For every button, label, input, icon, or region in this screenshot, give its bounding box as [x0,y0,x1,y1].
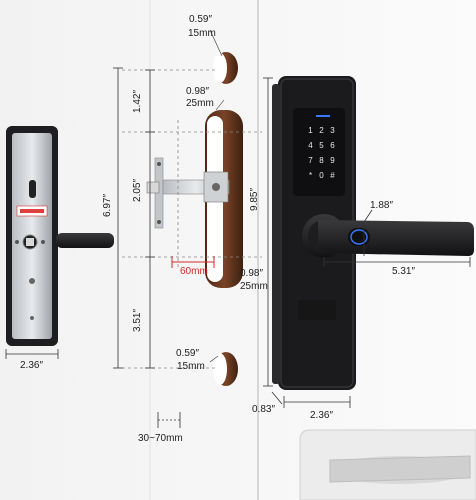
handle-lever [318,220,474,256]
status-led [316,115,330,117]
label-lock-height: 9.85″ [249,187,261,212]
back-panel-lever [56,233,114,248]
keypad-key[interactable]: # [330,171,335,180]
label-body-depth: 0.83″ [252,404,276,415]
fingerprint-ring [350,229,368,245]
label-handle-length: 5.31″ [392,266,416,277]
label-mortise-bottom-mm: 25mm [240,281,268,292]
keypad-key[interactable]: 4 [308,141,313,150]
keypad-key[interactable]: 8 [319,156,324,165]
latch-bolt [146,181,160,194]
label-back-width: 2.36″ [20,360,44,371]
lock-side-depth [272,84,280,384]
label-hole-bottom-mm: 15mm [177,361,205,372]
back-panel-cam [26,238,34,246]
label-span-bottom: 3.51″ [132,308,144,333]
label-mortise-top-mm: 25mm [186,98,214,109]
keypad-key[interactable]: 7 [308,156,313,165]
keypad-key[interactable]: 6 [330,141,335,150]
keypad-key[interactable]: 1 [308,126,313,135]
keypad-key[interactable]: 3 [330,126,335,135]
back-panel-screw-1 [15,240,19,244]
label-hole-top-in: 0.59″ [189,14,213,25]
keypad-key[interactable]: * [308,171,313,180]
keypad-key[interactable]: 0 [319,171,324,180]
back-panel-screw-3 [29,278,35,284]
back-panel-screw-2 [41,240,45,244]
label-backset: 60mm [180,266,208,277]
label-handle-height: 1.88″ [370,200,394,211]
keypad-key[interactable]: 9 [330,156,335,165]
lock-bottom-cover [298,300,336,320]
keypad-panel [293,108,345,196]
label-hole-top-mm: 15mm [188,28,216,39]
label-body-width: 2.36″ [310,410,334,421]
back-panel-screw-4 [30,316,34,320]
label-hole-bottom-in: 0.59″ [176,348,200,359]
keypad-key[interactable]: 5 [319,141,324,150]
keypad-key[interactable]: 2 [319,126,324,135]
keypad-grid: 1 2 3 4 5 6 7 8 9 * 0 # [305,126,339,180]
label-mortise-top-in: 0.98″ [186,86,210,97]
label-span-mid: 2.05″ [132,178,144,203]
label-span-top: 1.42″ [132,89,144,114]
back-panel-sticker-red [20,209,44,213]
label-total-height: 6.97″ [102,193,114,218]
back-panel-slot [29,180,36,198]
label-door-thickness: 30~70mm [138,433,183,444]
door-lever-bottom [329,455,471,483]
label-mortise-bottom-in: 0.98″ [240,268,264,279]
